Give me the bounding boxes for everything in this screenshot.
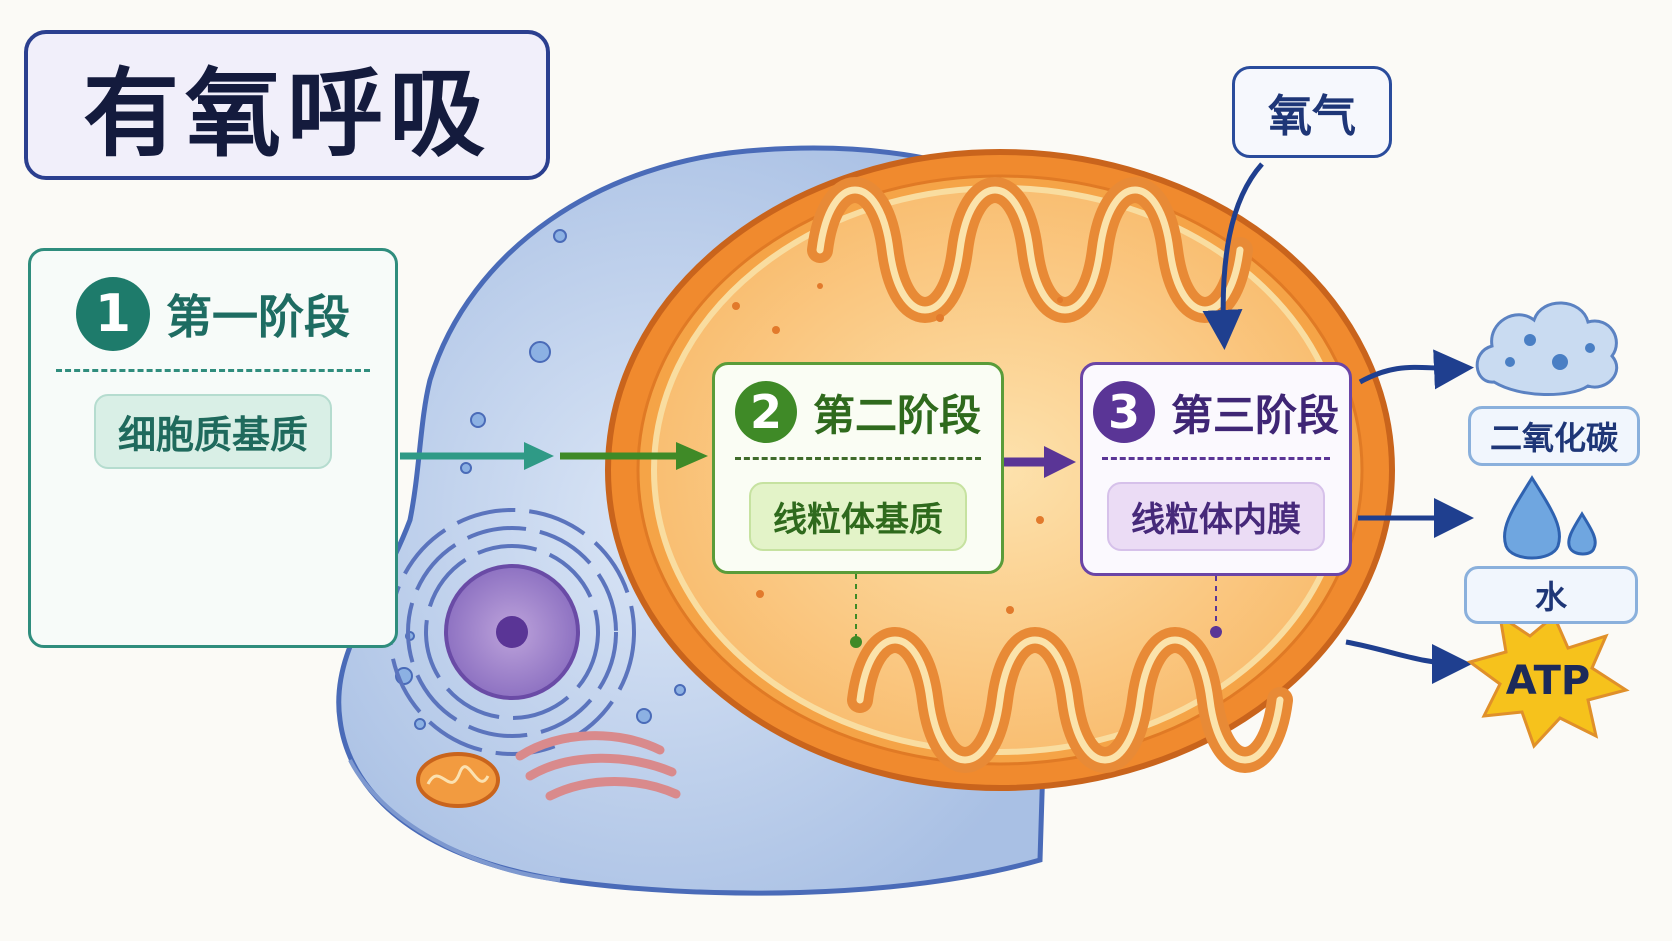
stage-3-number: 3 [1092,381,1155,443]
stage-3-card: 3 第三阶段 线粒体内膜 [1080,362,1352,576]
co2-cloud-icon [1475,301,1619,397]
golgi-apparatus [515,731,681,801]
water-drop-icon [1503,475,1597,560]
vesicles [395,229,686,730]
flow-arrow-1-2 [400,442,708,470]
stage-2-header: 2 第二阶段 [734,381,981,443]
water-label: 水 [1464,566,1638,624]
co2-label: 二氧化碳 [1468,406,1640,466]
stage-2-title: 第二阶段 [812,390,981,440]
title-box: 有氧呼吸 [24,30,550,180]
oxygen-label-box: 氧气 [1232,66,1392,158]
oxygen-arrow [1202,162,1264,350]
stage-3-title: 第三阶段 [1170,390,1339,440]
small-mitochondrion [416,752,500,808]
flow-arrow-2-3 [1004,446,1076,478]
stage2-connector [850,574,862,648]
oxygen-label: 氧气 [1268,91,1356,142]
stage-1-location: 细胞质基质 [93,394,332,469]
stage-2-card: 2 第二阶段 线粒体基质 [712,362,1004,574]
nucleus [444,564,580,700]
stage-1-number: 1 [76,277,150,351]
stage-1-card: 1 第一阶段 细胞质基质 [28,248,398,648]
co2-arrow [1358,349,1474,390]
stage-1-header: 1 第一阶段 [76,277,350,351]
stage-2-number: 2 [734,381,797,443]
stage-3-divider [1101,457,1331,460]
stage-2-divider [735,457,981,460]
atp-arrow [1345,639,1472,684]
stage-3-header: 3 第三阶段 [1092,381,1339,443]
atp-star-icon: ATP [1466,612,1630,749]
stage-2-location: 线粒体基质 [749,482,967,551]
stage-3-location: 线粒体内膜 [1107,482,1325,551]
stage-1-title: 第一阶段 [166,290,350,344]
stage-1-divider [56,369,370,372]
atp-label: ATP [1506,658,1590,704]
stage3-connector [1210,576,1222,638]
page-title: 有氧呼吸 [83,57,491,170]
